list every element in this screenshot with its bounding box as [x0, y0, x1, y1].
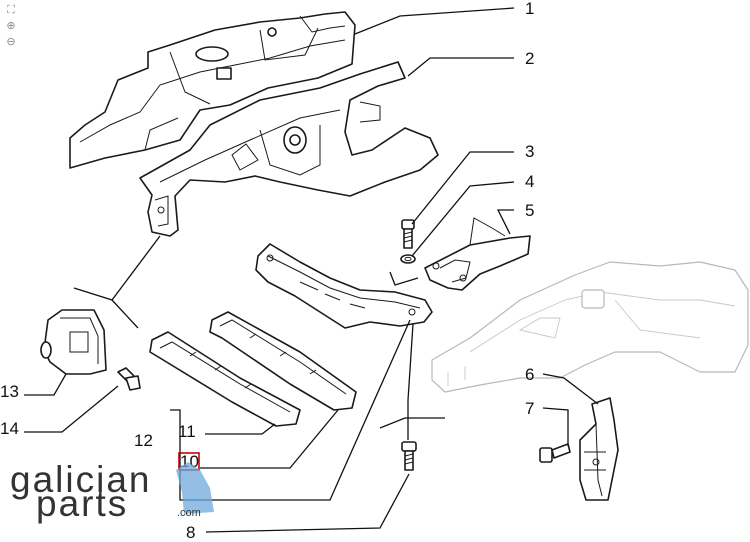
callout-labels: 1 2 3 4 5 6 7 8 10 11 12 13 14 [0, 0, 534, 542]
part-10-long-rail [209, 311, 357, 411]
part-11-long-rail [149, 331, 301, 427]
part-2-lower-frame-rail [139, 61, 439, 237]
logo-line2: parts [36, 483, 128, 524]
callout-5: 5 [525, 201, 534, 220]
callout-14: 14 [0, 419, 19, 438]
callout-11: 11 [178, 422, 196, 441]
callout-3: 3 [525, 142, 534, 161]
part-14-bolt [117, 367, 141, 391]
logo-line1: galician [10, 459, 151, 500]
part-6-fork-bracket [579, 397, 619, 501]
part-5-bracket [424, 217, 531, 291]
part-1-upper-body-panel [69, 11, 356, 169]
callout-4: 4 [525, 172, 534, 191]
logo-accent-shape [176, 462, 214, 514]
ghost-reference-frame [431, 261, 749, 393]
callout-6: 6 [525, 365, 534, 384]
part-crossmember [255, 243, 433, 329]
zoom-out-icon[interactable]: ⊖ [6, 36, 16, 48]
part-8-bolt [401, 441, 417, 471]
logo-suffix: .com [177, 507, 201, 519]
callout-2: 2 [525, 49, 534, 68]
part-3-bolt [401, 219, 415, 249]
callout-12: 12 [134, 431, 153, 450]
galicianparts-logo: galician parts .com [10, 459, 214, 524]
fit-to-window-icon[interactable]: ⛶ [7, 4, 15, 16]
part-13-mount-bracket [40, 309, 107, 375]
zoom-in-icon[interactable]: ⊕ [6, 20, 16, 32]
callout-8: 8 [186, 523, 195, 542]
part-4-washer [400, 254, 416, 264]
part-7-bolt [539, 443, 571, 463]
callout-1: 1 [525, 0, 534, 18]
callout-7: 7 [525, 399, 534, 418]
callout-13: 13 [0, 382, 19, 401]
